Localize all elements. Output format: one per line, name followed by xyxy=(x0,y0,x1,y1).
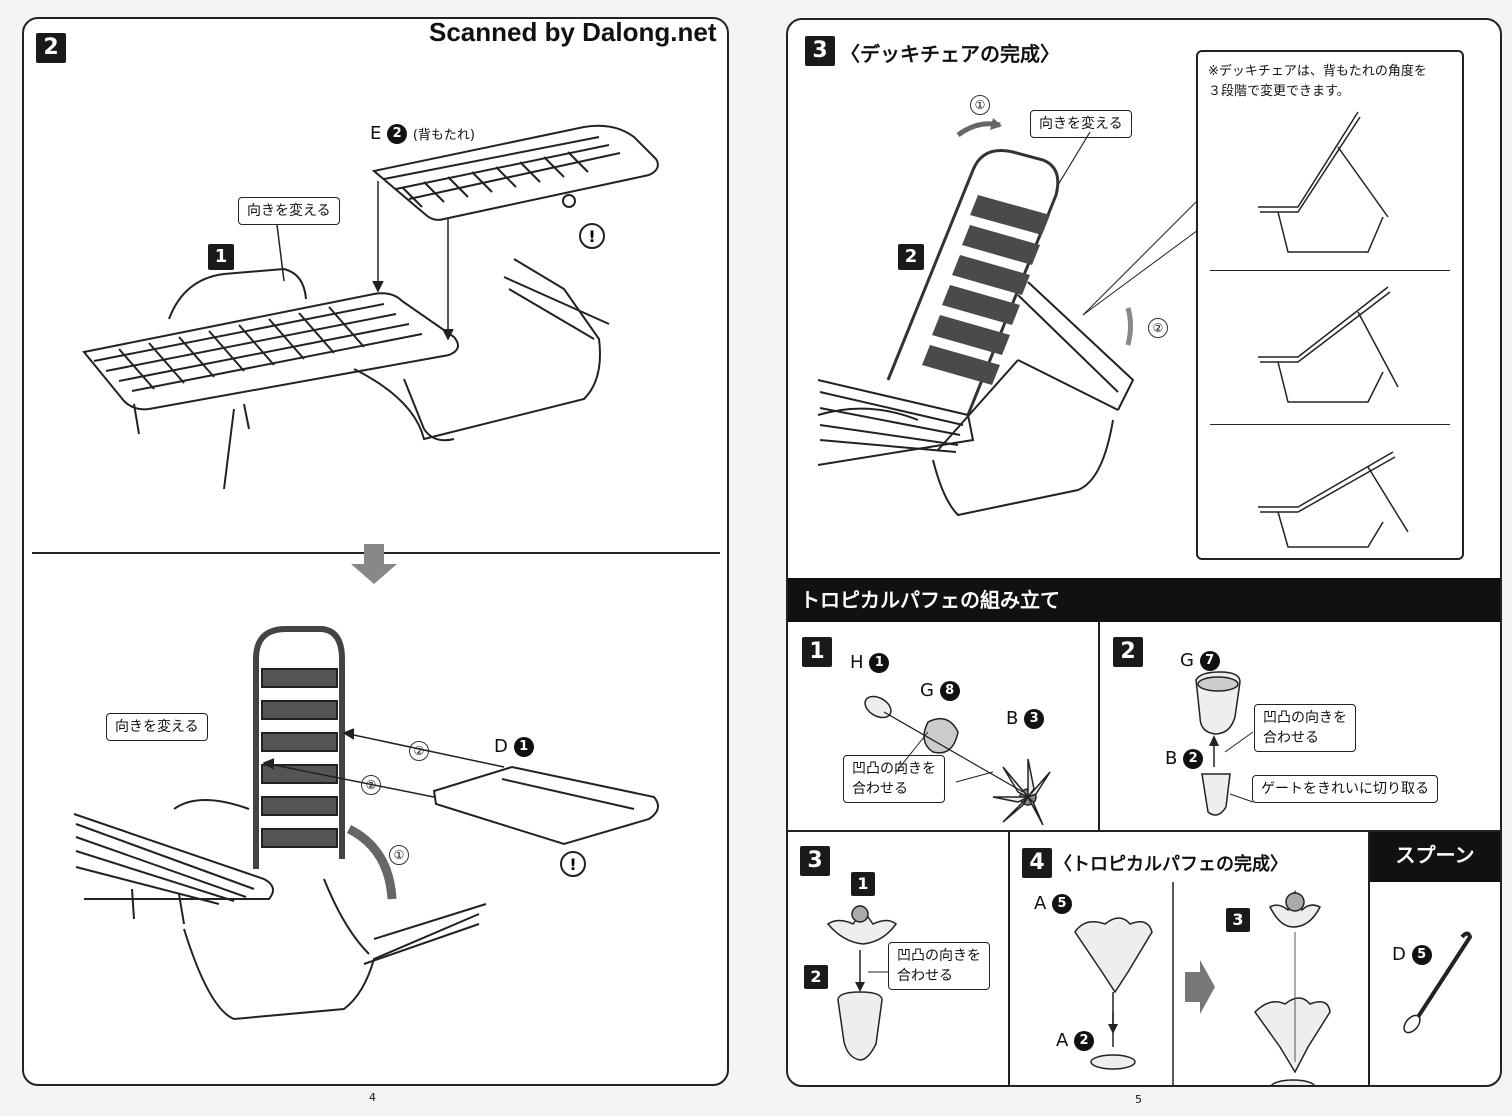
warning-icon-top xyxy=(579,223,605,249)
down-arrow-icon xyxy=(351,544,397,584)
attach-arrows xyxy=(262,728,505,900)
parfait-step-3-illustration xyxy=(826,905,898,1061)
svg-text:!: ! xyxy=(569,855,576,874)
page-number-right: 5 xyxy=(1135,1093,1142,1106)
spoon-illustration xyxy=(1403,931,1473,1034)
part-number-badge: 8 xyxy=(939,681,960,701)
part-number-badge: 3 xyxy=(1024,709,1045,729)
angle-divider xyxy=(1210,270,1450,271)
arrow-label-1: ① xyxy=(970,95,990,115)
parfait-step-2-illustration xyxy=(1195,671,1254,816)
warning-icon-bottom xyxy=(560,851,586,877)
part-letter: D xyxy=(494,736,508,757)
step-number-badge: 2 xyxy=(36,33,66,63)
rotate-label: 向きを変える xyxy=(1030,110,1132,138)
sub-step-badge: 1 xyxy=(208,244,234,270)
step-number-badge: 3 xyxy=(805,36,835,66)
part-letter: A xyxy=(1056,1030,1069,1051)
upright-backrest xyxy=(253,626,345,869)
backrest-slats xyxy=(922,195,1050,385)
align-label: 凹凸の向きを 合わせる xyxy=(888,942,990,990)
arrow-label-2: ② xyxy=(1148,318,1168,338)
sub-badge-1: 1 xyxy=(851,872,875,896)
part-a2: A 2 xyxy=(1056,1030,1095,1051)
parfait-step-4-badge: 4 xyxy=(1022,848,1052,878)
angle-note: ※デッキチェアは、背もたれの角度を ３段階で変更できます。 xyxy=(1208,64,1427,99)
part-note: (背もたれ) xyxy=(412,128,475,143)
lounge-chair-illustration: ! xyxy=(82,124,659,490)
part-number-badge: 2 xyxy=(1183,749,1204,769)
part-number-badge: 1 xyxy=(513,737,534,757)
part-letter: E xyxy=(370,123,382,144)
sub-step-badge: 2 xyxy=(898,244,924,270)
part-number-badge: 2 xyxy=(1074,1031,1095,1051)
angle-option-1-icon xyxy=(1258,111,1409,548)
chair-frame xyxy=(82,258,610,490)
grid-line xyxy=(1098,622,1100,832)
part-h1: H 1 xyxy=(850,652,890,673)
deck-chair-frame xyxy=(817,281,1135,517)
part-number-badge: 5 xyxy=(1052,894,1073,914)
part-label-d1: D 1 xyxy=(494,736,534,757)
grid-line xyxy=(1368,832,1370,1085)
watermark: Scanned by Dalong.net xyxy=(429,17,717,47)
part-letter: B xyxy=(1165,748,1178,769)
reclined-backrest xyxy=(886,149,1060,416)
part-a5: A 5 xyxy=(1034,893,1073,914)
lounge-chair-upright-illustration: ! xyxy=(73,626,659,1021)
grid-line xyxy=(1008,832,1010,1085)
part-letter: H xyxy=(850,652,864,673)
part-letter: G xyxy=(1180,650,1194,671)
parfait-step-2-badge: 2 xyxy=(1113,637,1143,667)
part-number-badge: 7 xyxy=(1199,651,1220,671)
svg-text:!: ! xyxy=(588,227,595,246)
parfait-step-4-illustration xyxy=(1074,882,1331,1085)
angle-divider xyxy=(1210,424,1450,425)
align-label: 凹凸の向きを 合わせる xyxy=(1254,704,1356,752)
part-b2: B 2 xyxy=(1165,748,1204,769)
sub-badge-3: 3 xyxy=(1226,908,1250,932)
part-d5: D 5 xyxy=(1392,944,1432,965)
sub-badge-2: 2 xyxy=(804,965,828,989)
parfait-step-1-badge: 1 xyxy=(802,637,832,667)
part-number-badge: 2 xyxy=(387,124,408,144)
part-b3: B 3 xyxy=(1006,708,1045,729)
page-number: 4 xyxy=(369,1091,376,1104)
parfait-step-1-illustration xyxy=(864,695,1051,826)
backrest-part-e xyxy=(371,124,659,221)
gate-label: ゲートをきれいに切り取る xyxy=(1252,775,1438,803)
part-letter: D xyxy=(1392,944,1406,965)
align-label: 凹凸の向きを 合わせる xyxy=(843,755,945,803)
parfait-complete-title: 〈トロピカルパフェの完成〉 xyxy=(1054,854,1288,875)
spoon-header: スプーン xyxy=(1370,832,1500,882)
part-g7: G 7 xyxy=(1180,650,1220,671)
insert-arrows xyxy=(276,181,454,341)
seat-frame xyxy=(73,799,487,1021)
d1-part xyxy=(432,765,659,846)
parfait-section-header: トロピカルパフェの組み立て xyxy=(788,578,1500,622)
part-g8: G 8 xyxy=(920,680,960,701)
part-number-badge: 5 xyxy=(1411,945,1432,965)
part-letter: B xyxy=(1006,708,1019,729)
step-title: 〈デッキチェアの完成〉 xyxy=(840,42,1060,66)
arrow-label: ① xyxy=(389,845,409,865)
part-label-e2: E 2 (背もたれ) xyxy=(370,123,475,144)
right-page: 3 〈デッキチェアの完成〉 向きを変える ① ② 2 xyxy=(786,18,1502,1087)
part-number-badge: 1 xyxy=(869,653,890,673)
grid-line xyxy=(788,830,1500,832)
part-letter: G xyxy=(920,680,934,701)
arrow-label: ② xyxy=(409,741,429,761)
rotate-label-bottom: 向きを変える xyxy=(106,713,208,741)
angle-options-box: ※デッキチェアは、背もたれの角度を ３段階で変更できます。 xyxy=(1196,50,1464,560)
rotate-label: 向きを変える xyxy=(238,197,340,225)
parfait-step-3-badge: 3 xyxy=(800,846,830,876)
left-page: 2 Scanned by Dalong.net 1 向きを変える E 2 (背も… xyxy=(22,17,729,1104)
part-letter: A xyxy=(1034,893,1047,914)
deck-chair-complete-illustration xyxy=(817,118,1199,517)
